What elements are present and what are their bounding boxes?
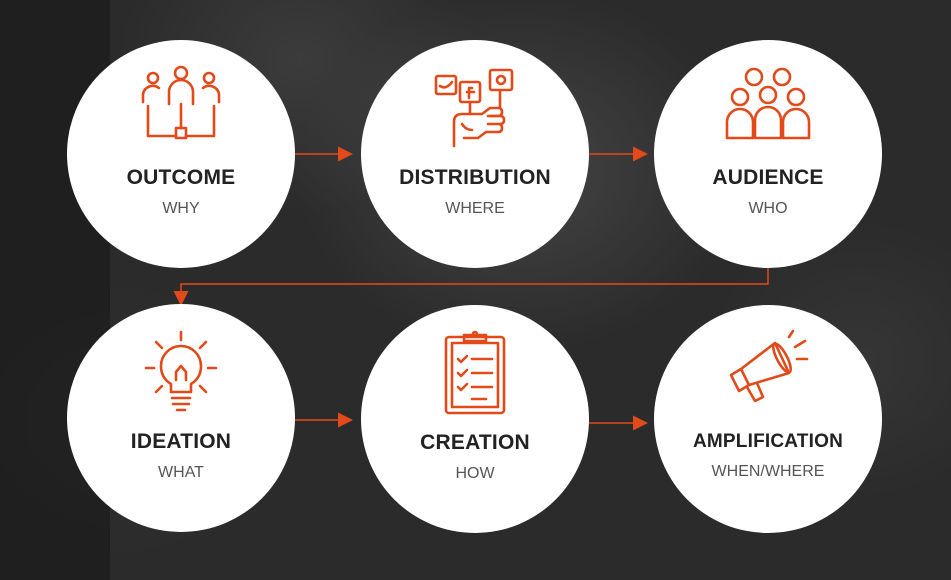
step-subtitle: WHO [748, 200, 788, 217]
clipboard-checklist-icon [444, 330, 506, 415]
step-subtitle: HOW [455, 465, 495, 482]
step-audience: AUDIENCE WHO [654, 40, 882, 268]
step-title: AUDIENCE [712, 166, 824, 189]
step-distribution: DISTRIBUTION WHERE [361, 40, 589, 268]
step-amplification: AMPLIFICATION WHEN/WHERE [654, 305, 882, 533]
step-title: AMPLIFICATION [692, 431, 843, 452]
step-ideation: IDEATION WHAT [67, 304, 295, 532]
step-title: IDEATION [130, 430, 232, 453]
social-media-hand-icon [434, 68, 514, 148]
step-title: CREATION [420, 431, 530, 454]
arrow-audience-to-ideation [173, 268, 769, 306]
step-subtitle: WHERE [445, 200, 505, 217]
step-outcome: OUTCOME WHY [67, 40, 295, 268]
crowd-icon [725, 67, 811, 140]
step-subtitle: WHEN/WHERE [711, 463, 825, 480]
step-title: DISTRIBUTION [399, 166, 551, 189]
team-hierarchy-icon [141, 65, 221, 140]
step-title: OUTCOME [126, 166, 236, 189]
step-creation: CREATION HOW [361, 305, 589, 533]
step-subtitle: WHY [162, 200, 200, 217]
step-subtitle: WHAT [158, 464, 204, 481]
megaphone-icon [729, 329, 809, 403]
lightbulb-icon [144, 330, 218, 412]
